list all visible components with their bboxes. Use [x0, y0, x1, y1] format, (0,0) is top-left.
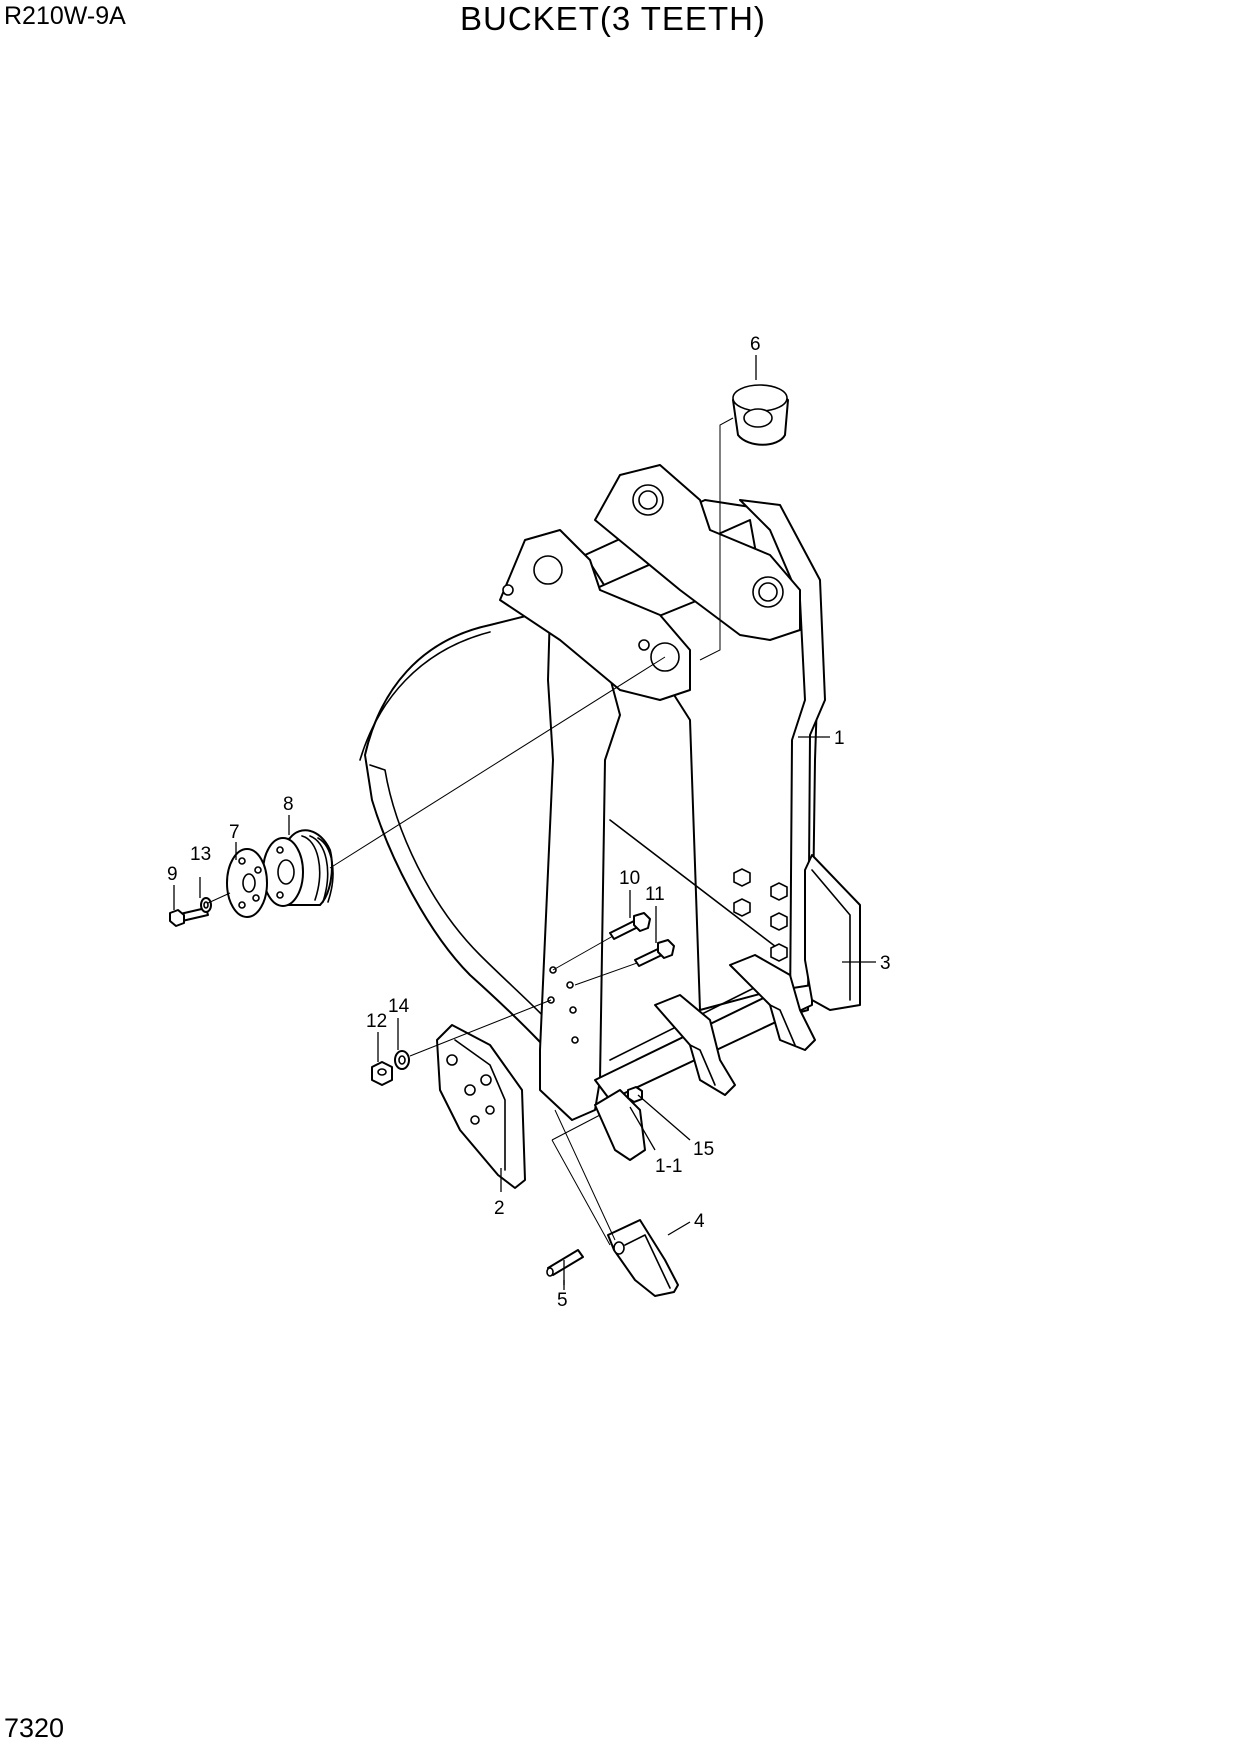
tooth-point — [607, 1219, 679, 1297]
callout-3: 3 — [880, 953, 891, 974]
callout-9: 9 — [167, 864, 178, 885]
side-cutter-left — [436, 1024, 526, 1189]
callout-numbers: 1 1-1 2 3 4 5 6 7 8 9 10 11 12 13 14 15 — [167, 334, 891, 1311]
callout-14: 14 — [388, 996, 410, 1017]
nut-12 — [371, 1061, 393, 1086]
bolt-10 — [609, 912, 651, 940]
callout-12: 12 — [366, 1011, 387, 1032]
nut-15 — [627, 1086, 643, 1103]
shim-boss — [262, 829, 334, 907]
model-code: R210W-9A — [4, 2, 126, 30]
bolt-11 — [634, 939, 675, 967]
bolt-9 — [169, 907, 209, 927]
washer-13 — [200, 897, 212, 913]
side-cutter-right — [804, 854, 861, 1011]
rear-plate-bolts — [733, 868, 788, 962]
callout-11: 11 — [645, 884, 665, 905]
callout-8: 8 — [283, 794, 294, 815]
bushing — [732, 384, 789, 446]
callout-6: 6 — [750, 334, 761, 355]
tooth-pin — [546, 1249, 584, 1277]
callout-15: 15 — [693, 1139, 714, 1160]
callout-2: 2 — [494, 1198, 505, 1219]
plate — [226, 848, 268, 918]
side-plate-holes — [547, 966, 579, 1044]
callout-5: 5 — [557, 1290, 568, 1311]
page-title: BUCKET(3 TEETH) — [460, 0, 766, 37]
callout-4: 4 — [694, 1211, 705, 1232]
washer-14 — [394, 1050, 410, 1070]
boss-plates — [499, 464, 801, 701]
assembly-lines — [207, 417, 734, 1246]
callout-1: 1 — [834, 728, 845, 749]
callout-10: 10 — [619, 868, 640, 889]
page-number: 7320 — [4, 1713, 65, 1743]
callout-7: 7 — [229, 822, 240, 843]
callout-1-1: 1-1 — [655, 1156, 682, 1177]
callout-13: 13 — [190, 844, 211, 865]
bucket-teeth — [594, 954, 816, 1161]
leader-lines — [173, 355, 876, 1290]
